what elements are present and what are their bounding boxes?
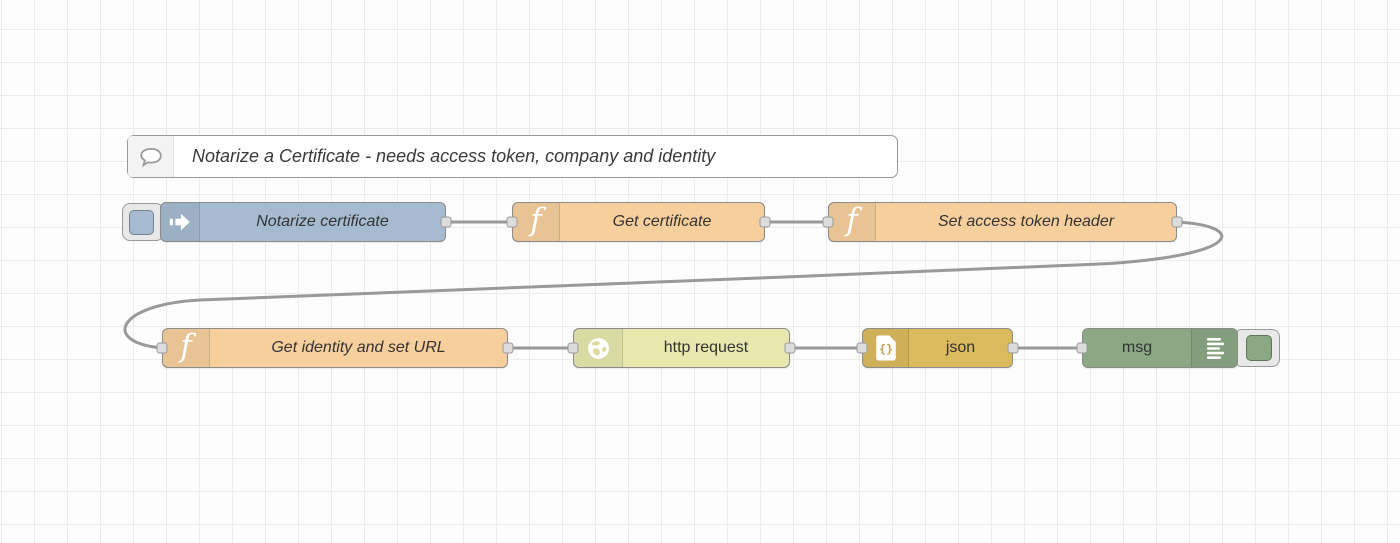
port-set-access-token-out[interactable] (1171, 216, 1183, 228)
node-json[interactable]: {} json (862, 328, 1013, 368)
globe-icon (574, 329, 623, 367)
function-f-icon: f (829, 203, 876, 241)
port-http-request-out[interactable] (784, 342, 796, 354)
comment-node[interactable]: Notarize a Certificate - needs access to… (127, 135, 898, 178)
port-get-certificate-in[interactable] (506, 216, 518, 228)
node-get-identity-and-set-url[interactable]: f Get identity and set URL (162, 328, 508, 368)
inject-button-pad[interactable] (129, 210, 154, 235)
json-file-icon: {} (863, 329, 909, 367)
debug-output-icon (1191, 329, 1237, 367)
wire-set-access-token-to-get-identity[interactable] (123, 220, 1224, 350)
port-get-identity-out[interactable] (502, 342, 514, 354)
node-set-access-token-header[interactable]: f Set access token header (828, 202, 1177, 242)
node-label: json (945, 339, 976, 356)
node-label: msg (1121, 339, 1153, 356)
speech-bubble-icon (128, 136, 174, 177)
debug-toggle-pad[interactable] (1246, 335, 1272, 361)
function-f-icon: f (513, 203, 560, 241)
port-json-in[interactable] (856, 342, 868, 354)
svg-text:{}: {} (878, 342, 892, 356)
node-http-request[interactable]: http request (573, 328, 790, 368)
port-set-access-token-in[interactable] (822, 216, 834, 228)
port-inject-out[interactable] (440, 216, 452, 228)
node-debug-msg[interactable]: msg (1082, 328, 1238, 368)
port-get-identity-in[interactable] (156, 342, 168, 354)
node-label: http request (663, 339, 749, 356)
node-label: Get certificate (612, 213, 712, 230)
node-label: Set access token header (937, 213, 1115, 230)
port-get-certificate-out[interactable] (759, 216, 771, 228)
node-get-certificate[interactable]: f Get certificate (512, 202, 765, 242)
port-json-out[interactable] (1007, 342, 1019, 354)
function-f-icon: f (163, 329, 210, 367)
port-debug-in[interactable] (1076, 342, 1088, 354)
port-http-request-in[interactable] (567, 342, 579, 354)
comment-text: Notarize a Certificate - needs access to… (192, 146, 716, 166)
node-label: Notarize certificate (256, 213, 389, 230)
inject-arrow-icon (161, 203, 200, 241)
node-label: Get identity and set URL (271, 339, 446, 356)
node-inject[interactable]: Notarize certificate (160, 202, 446, 242)
